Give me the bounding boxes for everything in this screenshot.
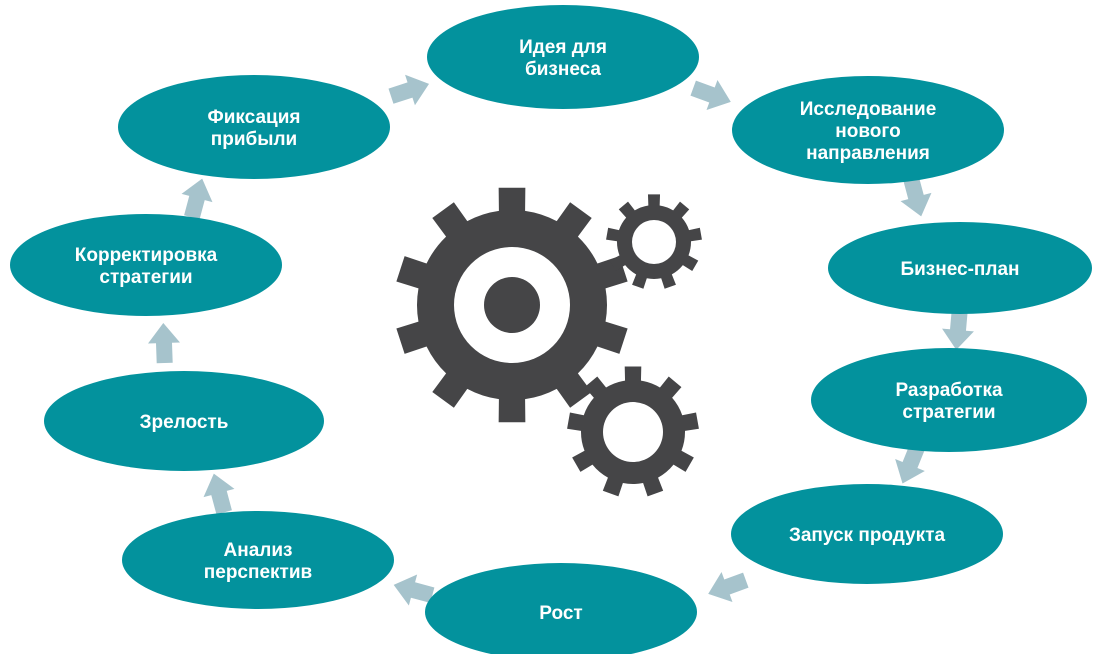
cycle-node-label: стратегии — [99, 267, 192, 288]
cycle-node-label: прибыли — [211, 129, 297, 150]
block-arrow-icon — [942, 309, 974, 350]
cycle-node-label: Фиксация — [208, 107, 301, 128]
small-gear-icon — [606, 194, 702, 289]
cycle-node-ellipse — [427, 5, 699, 109]
cycle-node-label: Идея для — [519, 37, 607, 58]
block-arrow-icon — [148, 323, 180, 364]
cycle-node-ellipse — [122, 511, 394, 609]
block-arrow-icon — [181, 178, 213, 220]
cycle-node-label: Зрелость — [140, 412, 229, 433]
cycle-node-ellipse — [732, 76, 1004, 184]
cycle-node-ellipse — [10, 214, 282, 316]
cycle-node-label: Запуск продукта — [789, 525, 946, 546]
cycle-node-ellipse — [828, 222, 1092, 314]
cycle-node-label: нового — [835, 121, 900, 142]
cycle-node-label: Анализ — [224, 540, 293, 561]
cycle-node-ellipse — [811, 348, 1087, 452]
cycle-node-label: Бизнес-план — [900, 259, 1019, 280]
large-gear-icon — [396, 187, 628, 423]
cycle-node-ellipse — [425, 563, 697, 654]
gears-icon — [396, 187, 702, 497]
cycle-node-label: направления — [806, 143, 930, 164]
cycle-nodes: Идея длябизнесаИсследованиеновогонаправл… — [10, 5, 1092, 654]
cycle-node-label: Исследование — [800, 99, 937, 120]
cycle-node-label: стратегии — [902, 402, 995, 423]
large-gear-icon-hub — [484, 277, 540, 333]
cycle-node-ellipse — [118, 75, 390, 179]
cycle-node-ellipse — [44, 371, 324, 471]
cycle-node-label: Рост — [539, 603, 582, 624]
block-arrow-icon — [388, 74, 430, 106]
block-arrow-icon — [900, 175, 932, 217]
cycle-node-growth: Рост — [425, 563, 697, 654]
block-arrow-icon — [895, 443, 925, 484]
block-arrow-icon — [393, 574, 435, 606]
cycle-node-label: бизнеса — [525, 59, 601, 80]
cycle-arrows — [148, 74, 974, 606]
medium-gear-icon-ring — [603, 402, 663, 462]
small-gear-icon-ring — [632, 220, 676, 264]
medium-gear-icon — [567, 366, 699, 497]
cycle-node-business-plan: Бизнес-план — [828, 222, 1092, 314]
cycle-node-label: Разработка — [895, 380, 1003, 401]
cycle-node-maturity: Зрелость — [44, 371, 324, 471]
cycle-node-label: перспектив — [204, 562, 312, 583]
block-arrow-icon — [690, 79, 731, 111]
block-arrow-icon — [203, 473, 235, 515]
block-arrow-icon — [708, 571, 749, 603]
cycle-node-ellipse — [731, 484, 1003, 584]
cycle-node-product-launch: Запуск продукта — [731, 484, 1003, 584]
cycle-node-label: Корректировка — [75, 245, 218, 266]
